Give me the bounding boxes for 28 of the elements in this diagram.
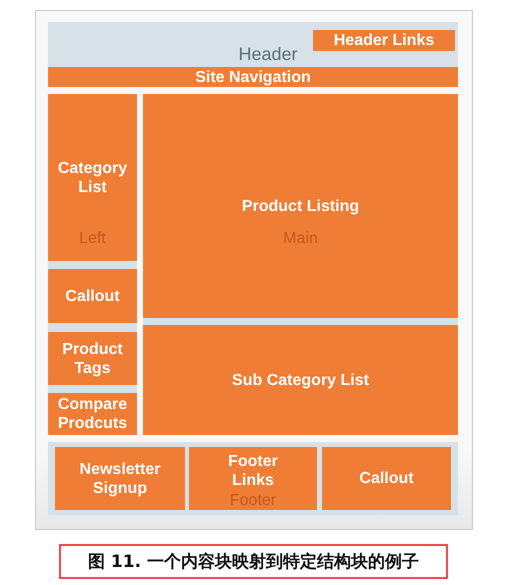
content-block — [313, 30, 455, 51]
region-label: Header — [238, 44, 298, 66]
block-label: Category List — [56, 158, 128, 196]
content-block — [48, 393, 137, 435]
block-label: Callout — [359, 469, 414, 488]
block-label: Header Links — [334, 31, 434, 50]
block-label: Product Listing — [242, 196, 360, 216]
content-block — [322, 447, 451, 510]
block-label: Site Navigation — [195, 68, 311, 86]
block-label: Compare Prodcuts — [56, 395, 128, 433]
block-label: Sub Category List — [232, 370, 369, 390]
content-block — [55, 447, 185, 510]
navigation-bar — [48, 67, 458, 87]
block-label: Newsletter Signup — [78, 460, 162, 498]
block-label: Product Tags — [61, 340, 124, 378]
content-block — [48, 94, 137, 261]
content-block — [189, 447, 317, 510]
header-band — [48, 22, 458, 67]
content-block — [48, 332, 137, 385]
main-column — [143, 94, 458, 435]
footer-band — [48, 442, 458, 515]
content-block — [143, 94, 458, 318]
content-block — [48, 269, 137, 323]
figure-caption: 图 11. 一个内容块映射到特定结构块的例子 — [59, 544, 448, 579]
content-block — [143, 325, 458, 435]
block-label: Callout — [65, 286, 120, 306]
left-column — [48, 94, 137, 435]
block-label: Footer Links — [227, 452, 279, 490]
